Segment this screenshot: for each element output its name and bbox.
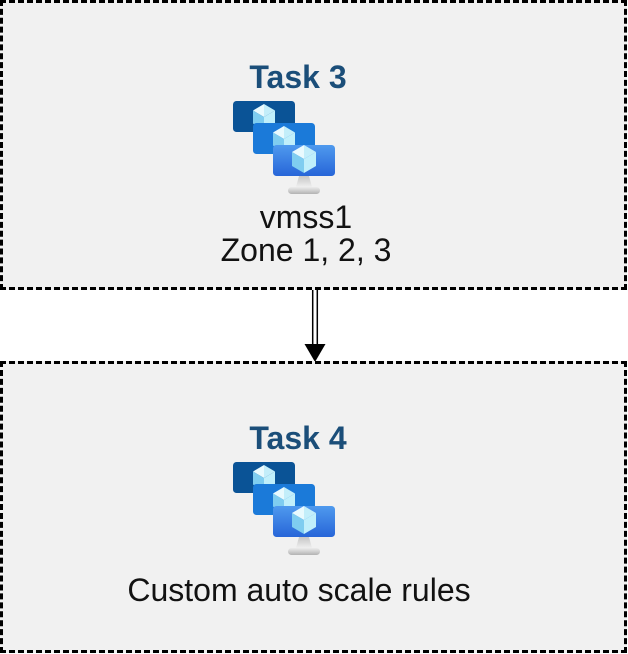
vm-scale-sets-icon xyxy=(232,461,336,556)
task3-title: Task 3 xyxy=(249,58,347,95)
zones-label: Zone 1, 2, 3 xyxy=(220,232,392,268)
vm-scale-sets-icon xyxy=(232,100,336,195)
monitor-stand-base xyxy=(288,187,320,194)
vmss-name-label: vmss1 xyxy=(259,199,353,235)
cube-front xyxy=(292,506,316,534)
task4-title: Task 4 xyxy=(249,419,347,456)
arrow-head xyxy=(304,344,326,362)
vm-scale-sets-icon-svg xyxy=(233,462,335,555)
arrow-down-icon xyxy=(304,290,326,362)
monitor-stand-neck xyxy=(296,537,312,548)
monitor-stand-base xyxy=(288,548,320,555)
task3-caption: vmss1 Zone 1, 2, 3 xyxy=(0,201,612,267)
monitor-stand-neck xyxy=(296,176,312,187)
vm-scale-sets-icon-svg xyxy=(233,101,335,194)
autoscale-rules-label: Custom auto scale rules xyxy=(127,572,471,608)
cube-front xyxy=(292,145,316,173)
task4-caption: Custom auto scale rules xyxy=(0,574,598,607)
